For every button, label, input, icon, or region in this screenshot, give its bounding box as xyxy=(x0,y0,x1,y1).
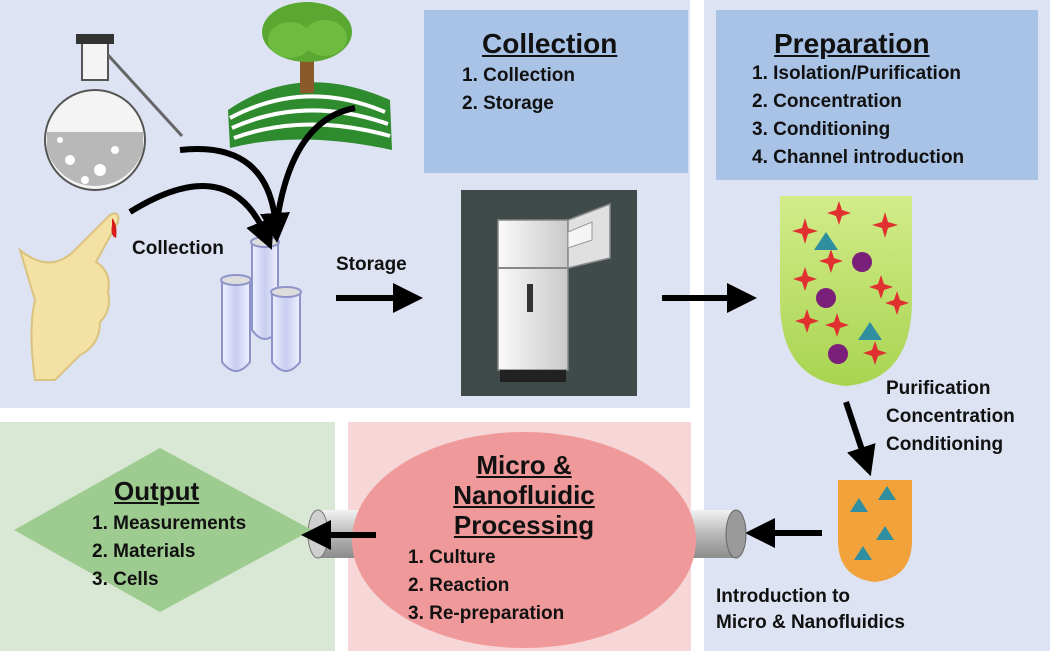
processing-title: Micro & Nanofluidic Processing xyxy=(424,450,624,540)
preparation-list-item: 4. Channel introduction xyxy=(752,147,965,168)
preparation-title: Preparation xyxy=(774,28,930,59)
flask-icon xyxy=(44,34,184,191)
collection-list-item: 2. Storage xyxy=(462,93,554,114)
preparation-list-item: 2. Concentration xyxy=(752,91,902,112)
output-list-item: 1. Measurements xyxy=(92,513,247,534)
hand-icon xyxy=(18,212,120,381)
collection-list-item: 1. Collection xyxy=(462,65,575,86)
refrigerator-icon xyxy=(461,190,637,396)
collection-arrows xyxy=(128,105,356,250)
processing-ellipse xyxy=(352,432,696,648)
processing-list-item: 2. Reaction xyxy=(408,575,510,596)
storage-label: Storage xyxy=(336,254,407,275)
preparation-list-item: 1. Isolation/Purification xyxy=(752,63,962,84)
introduction-label-line1: Introduction to xyxy=(716,586,851,607)
output-title: Output xyxy=(114,476,200,506)
concentration-label: Concentration xyxy=(886,406,1015,427)
preparation-list-item: 3. Conditioning xyxy=(752,119,891,140)
raw-sample-icon xyxy=(780,196,912,386)
prepared-sample-icon xyxy=(838,480,912,582)
introduction-label-line2: Micro & Nanofluidics xyxy=(716,612,905,633)
collection-title: Collection xyxy=(482,28,618,59)
collection-title-box xyxy=(424,10,688,173)
output-diamond xyxy=(14,448,312,612)
processing-title-line: Micro & xyxy=(476,450,572,480)
conditioning-label: Conditioning xyxy=(886,434,1004,455)
output-list-item: 2. Materials xyxy=(92,541,196,562)
sample-to-prepared-arrow xyxy=(843,401,876,477)
collection-label: Collection xyxy=(132,238,224,259)
output-list: 1. Measurements 2. Materials 3. Cells xyxy=(92,510,246,594)
processing-list-item: 3. Re-preparation xyxy=(408,603,565,624)
processing-title-line: Processing xyxy=(453,510,595,540)
processing-list-item: 1. Culture xyxy=(408,547,496,568)
test-tubes-icon xyxy=(220,236,302,372)
tree-landscape-icon xyxy=(228,2,392,150)
preparation-title-box xyxy=(716,10,1038,180)
purification-label: Purification xyxy=(886,378,991,399)
collection-list: 1. Collection 2. Storage xyxy=(462,62,575,118)
output-list-item: 3. Cells xyxy=(92,569,159,590)
processing-list: 1. Culture 2. Reaction 3. Re-preparation xyxy=(408,544,564,628)
preparation-list: 1. Isolation/Purification 2. Concentrati… xyxy=(752,60,964,172)
processing-title-line: Nanofluidic xyxy=(453,480,595,510)
